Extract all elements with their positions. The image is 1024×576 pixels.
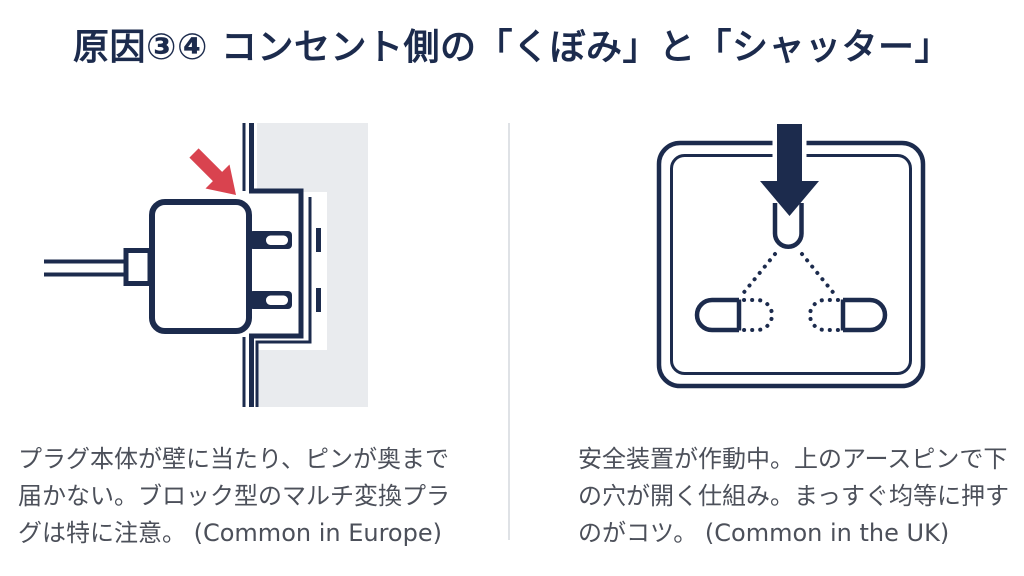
shutter-link-left <box>739 252 777 298</box>
shutter-link-right <box>800 252 838 298</box>
neutral-hole-dotted <box>808 298 840 332</box>
recess-inner-line <box>255 197 312 407</box>
left-caption-line: 届かない。ブロック型のマルチ変換プラ <box>18 482 450 510</box>
diagram-uk-shutter <box>656 119 926 389</box>
live-hole-dotted <box>742 298 774 332</box>
right-caption-line: 安全装置が作動中。上のアースピンで下 <box>578 445 1008 473</box>
left-caption-line: グは特に注意。 (Common in Europe) <box>18 519 442 547</box>
earth-pin-slot <box>772 203 804 249</box>
collision-arrow-icon <box>205 164 236 195</box>
left-caption: プラグ本体が壁に当たり、ピンが奥まで 届かない。ブロック型のマルチ変換プラ グは… <box>18 441 488 552</box>
panel-divider <box>508 123 510 540</box>
left-caption-line: プラグ本体が壁に当たり、ピンが奥まで <box>18 445 450 473</box>
collision-arrow-shaft <box>189 148 223 182</box>
diagram-recessed-outlet <box>44 123 368 407</box>
neutral-hole-solid <box>840 297 888 333</box>
right-caption-line: のがコツ。 (Common in the UK) <box>578 519 950 547</box>
recess-outline <box>249 123 304 407</box>
page-title: 原因③④ コンセント側の「くぼみ」と「シャッター」 <box>73 27 951 68</box>
right-caption-line: の穴が開く仕組み。まっすぐ均等に押す <box>578 482 1010 510</box>
right-caption: 安全装置が作動中。上のアースピンで下 の穴が開く仕組み。まっすぐ均等に押す のが… <box>578 441 1018 552</box>
wall <box>257 123 368 407</box>
live-hole-solid <box>694 297 742 333</box>
power-cable <box>44 259 127 277</box>
down-arrow-icon <box>760 124 819 216</box>
plug-pin-bottom-tip <box>263 292 291 308</box>
cable-boot <box>123 248 153 286</box>
plug-body <box>149 199 252 334</box>
plug-pin-top-tip <box>263 232 291 248</box>
